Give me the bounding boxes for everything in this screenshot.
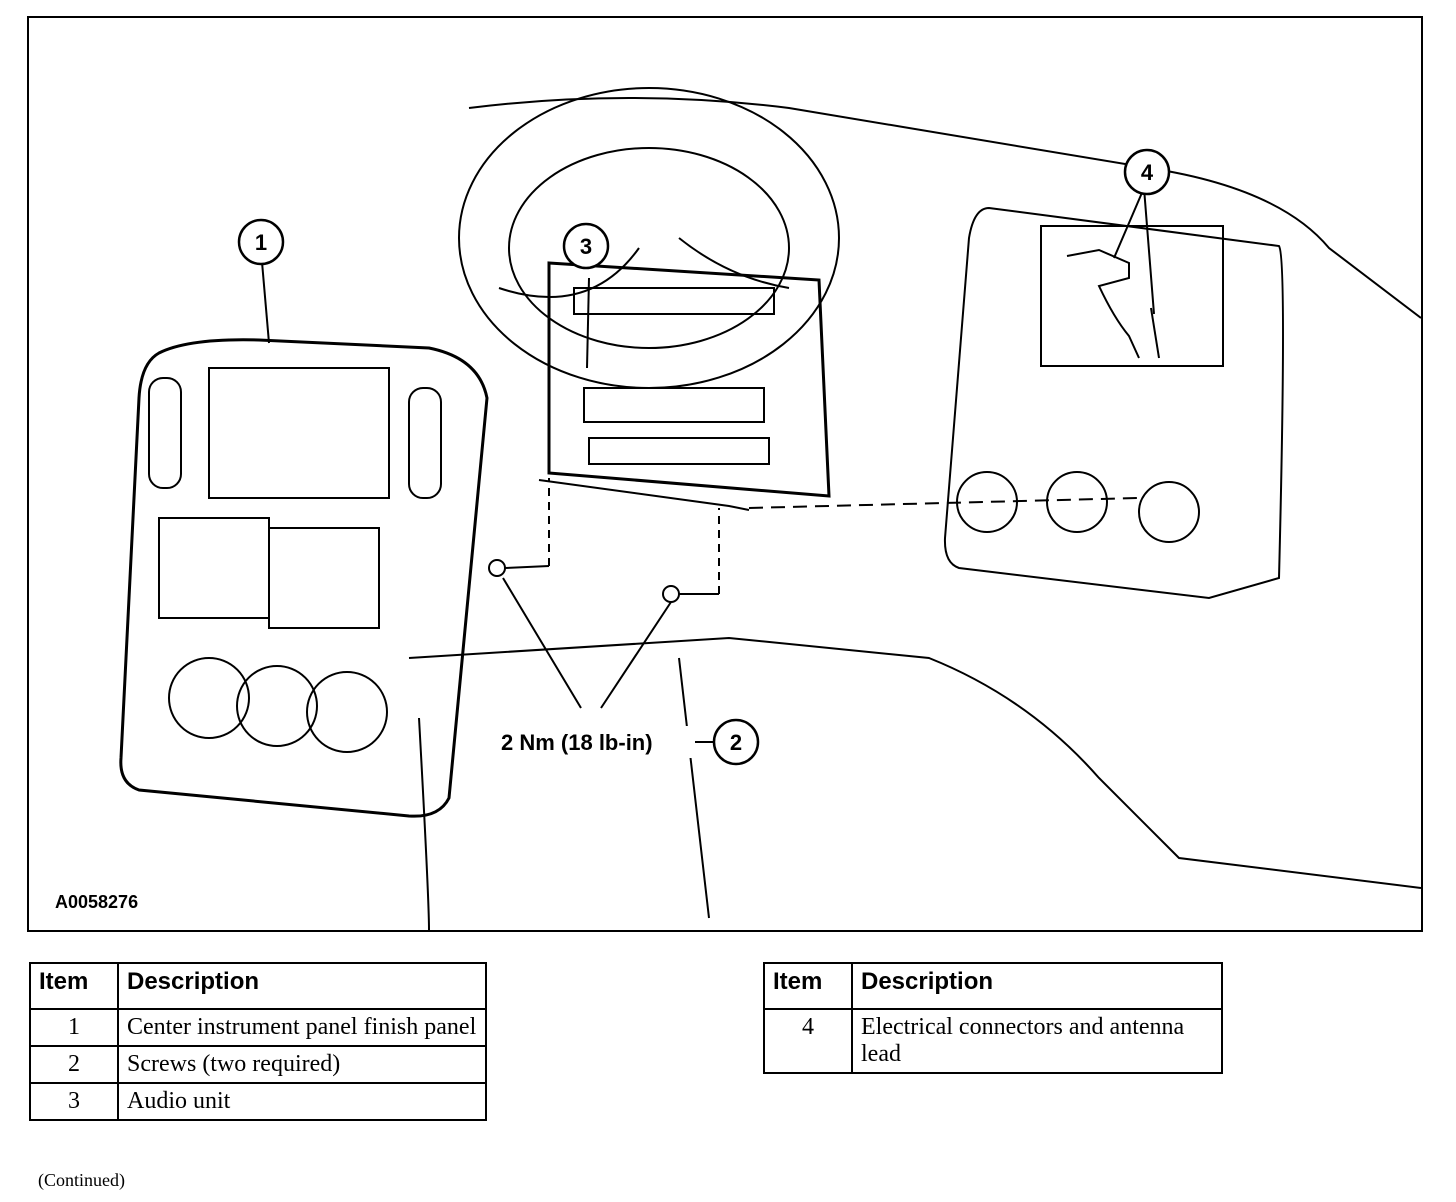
callout-1-label: 1	[255, 230, 267, 255]
table-row: 1 Center instrument panel finish panel	[29, 1008, 487, 1047]
alignment-dashed-line	[748, 497, 1140, 509]
item-description: Center instrument panel finish panel	[117, 1008, 487, 1047]
table-row: 4 Electrical connectors and antenna lead	[763, 1008, 1223, 1074]
line-art: 1 3 4 2 2 Nm (18 lb-in)	[119, 87, 1421, 930]
header-description: Description	[851, 962, 1223, 1010]
exploded-view-illustration: 1 3 4 2 2 Nm (18 lb-in) A0058276	[27, 16, 1423, 932]
legend-table-left: Item Description 1 Center instrument pan…	[29, 962, 487, 1121]
torque-spec: 2 Nm (18 lb-in)	[501, 730, 653, 755]
item-description: Electrical connectors and antenna lead	[851, 1008, 1223, 1074]
callout-2-label: 2	[730, 730, 742, 755]
table-header-row: Item Description	[763, 962, 1223, 1010]
item-number: 4	[763, 1008, 853, 1074]
item-number: 1	[29, 1008, 119, 1047]
leader-1	[261, 261, 270, 344]
finish-panel	[119, 338, 489, 818]
figure-id: A0058276	[55, 892, 139, 912]
leader-3	[586, 277, 590, 369]
item-number: 2	[29, 1045, 119, 1084]
legend-table-right: Item Description 4 Electrical connectors…	[763, 962, 1223, 1074]
item-description: Screws (two required)	[117, 1045, 487, 1084]
callout-3: 3	[562, 222, 610, 270]
header-description: Description	[117, 962, 487, 1010]
audio-unit	[538, 261, 831, 511]
radio-opening	[943, 206, 1284, 600]
dashboard-outline	[468, 97, 1421, 319]
header-item: Item	[763, 962, 853, 1010]
table-header-row: Item Description	[29, 962, 487, 1010]
screws	[488, 478, 720, 603]
leader-2	[502, 577, 672, 709]
item-description: Audio unit	[117, 1082, 487, 1121]
header-item: Item	[29, 962, 119, 1010]
table-row: 3 Audio unit	[29, 1082, 487, 1121]
leader-4	[1113, 187, 1155, 315]
dashboard-lower	[408, 636, 1421, 889]
item-number: 3	[29, 1082, 119, 1121]
callout-1: 1	[237, 218, 285, 266]
callout-4: 4	[1123, 148, 1171, 196]
callout-4-label: 4	[1141, 160, 1154, 185]
callout-2: 2	[695, 718, 760, 766]
callout-3-label: 3	[580, 234, 592, 259]
steering-wheel	[458, 87, 840, 389]
continued-note: (Continued)	[38, 1170, 125, 1190]
console-outline	[418, 657, 710, 930]
table-row: 2 Screws (two required)	[29, 1045, 487, 1084]
